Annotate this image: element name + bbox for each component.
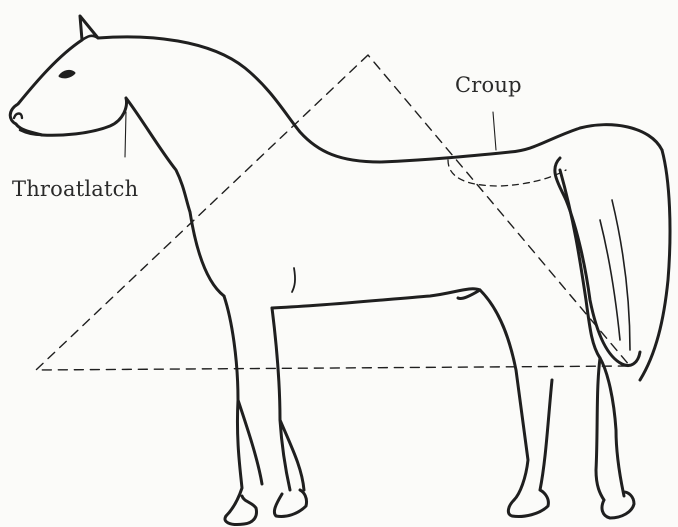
horse-belly bbox=[272, 289, 480, 308]
throatlatch-leader-line bbox=[125, 112, 126, 157]
horse-nostril bbox=[14, 114, 22, 119]
horse-hind-hoof-near bbox=[508, 380, 552, 517]
croup-curve bbox=[448, 160, 566, 186]
croup-label: Croup bbox=[455, 73, 522, 97]
throatlatch-label: Throatlatch bbox=[12, 177, 138, 201]
horse-topline bbox=[10, 16, 662, 162]
horse-foreleg-near bbox=[224, 296, 262, 516]
horse-hindleg-far bbox=[560, 170, 624, 496]
horse-ear bbox=[82, 36, 98, 40]
horse-eye bbox=[60, 71, 74, 77]
horse-hindleg-near bbox=[458, 290, 528, 500]
horse-fore-hoof-far bbox=[274, 490, 306, 517]
horse-shoulder-detail bbox=[292, 268, 295, 292]
horse-tail-strands bbox=[600, 200, 630, 350]
horse-foreleg-far bbox=[272, 308, 304, 490]
croup-leader-line bbox=[493, 112, 496, 150]
